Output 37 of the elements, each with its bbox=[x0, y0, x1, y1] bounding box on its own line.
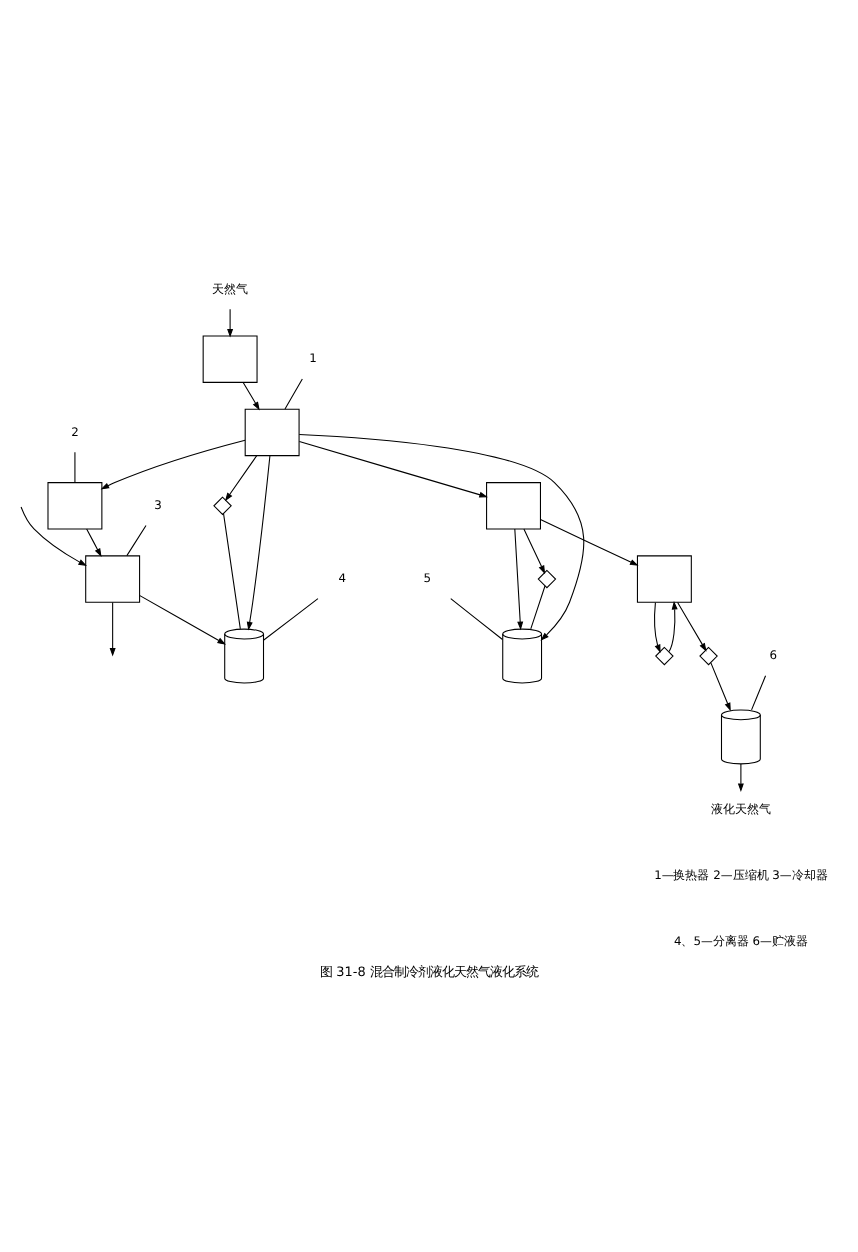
arrow bbox=[109, 601, 116, 656]
connector bbox=[284, 377, 303, 409]
node-box bbox=[202, 334, 258, 382]
arrow bbox=[139, 594, 226, 644]
arrow bbox=[246, 454, 271, 630]
arrow bbox=[242, 380, 260, 410]
connector bbox=[223, 512, 241, 629]
node-box bbox=[486, 481, 541, 529]
arrow bbox=[100, 438, 246, 489]
node-box bbox=[85, 554, 141, 602]
connector bbox=[530, 584, 546, 629]
arrow bbox=[86, 527, 102, 557]
arrow bbox=[224, 454, 258, 501]
node-box bbox=[47, 481, 103, 529]
connector bbox=[126, 524, 147, 556]
connector bbox=[450, 597, 504, 640]
arrow bbox=[298, 440, 488, 497]
connector bbox=[751, 674, 767, 710]
connector bbox=[263, 597, 319, 640]
connector bbox=[74, 450, 76, 482]
arrow bbox=[737, 762, 744, 792]
node-valve bbox=[537, 568, 557, 588]
arrow bbox=[677, 601, 707, 651]
node-box bbox=[636, 554, 692, 602]
arrow bbox=[514, 527, 524, 630]
arrow bbox=[668, 599, 678, 652]
arrow bbox=[298, 432, 585, 640]
node-valve bbox=[655, 645, 674, 665]
node-valve bbox=[699, 645, 718, 665]
arrow bbox=[539, 518, 639, 565]
arrow bbox=[20, 505, 87, 566]
arrow bbox=[523, 527, 546, 574]
arrow bbox=[227, 307, 234, 337]
node-valve bbox=[213, 495, 232, 515]
node-box bbox=[244, 407, 300, 456]
arrow bbox=[710, 661, 731, 711]
arrow bbox=[654, 601, 661, 653]
